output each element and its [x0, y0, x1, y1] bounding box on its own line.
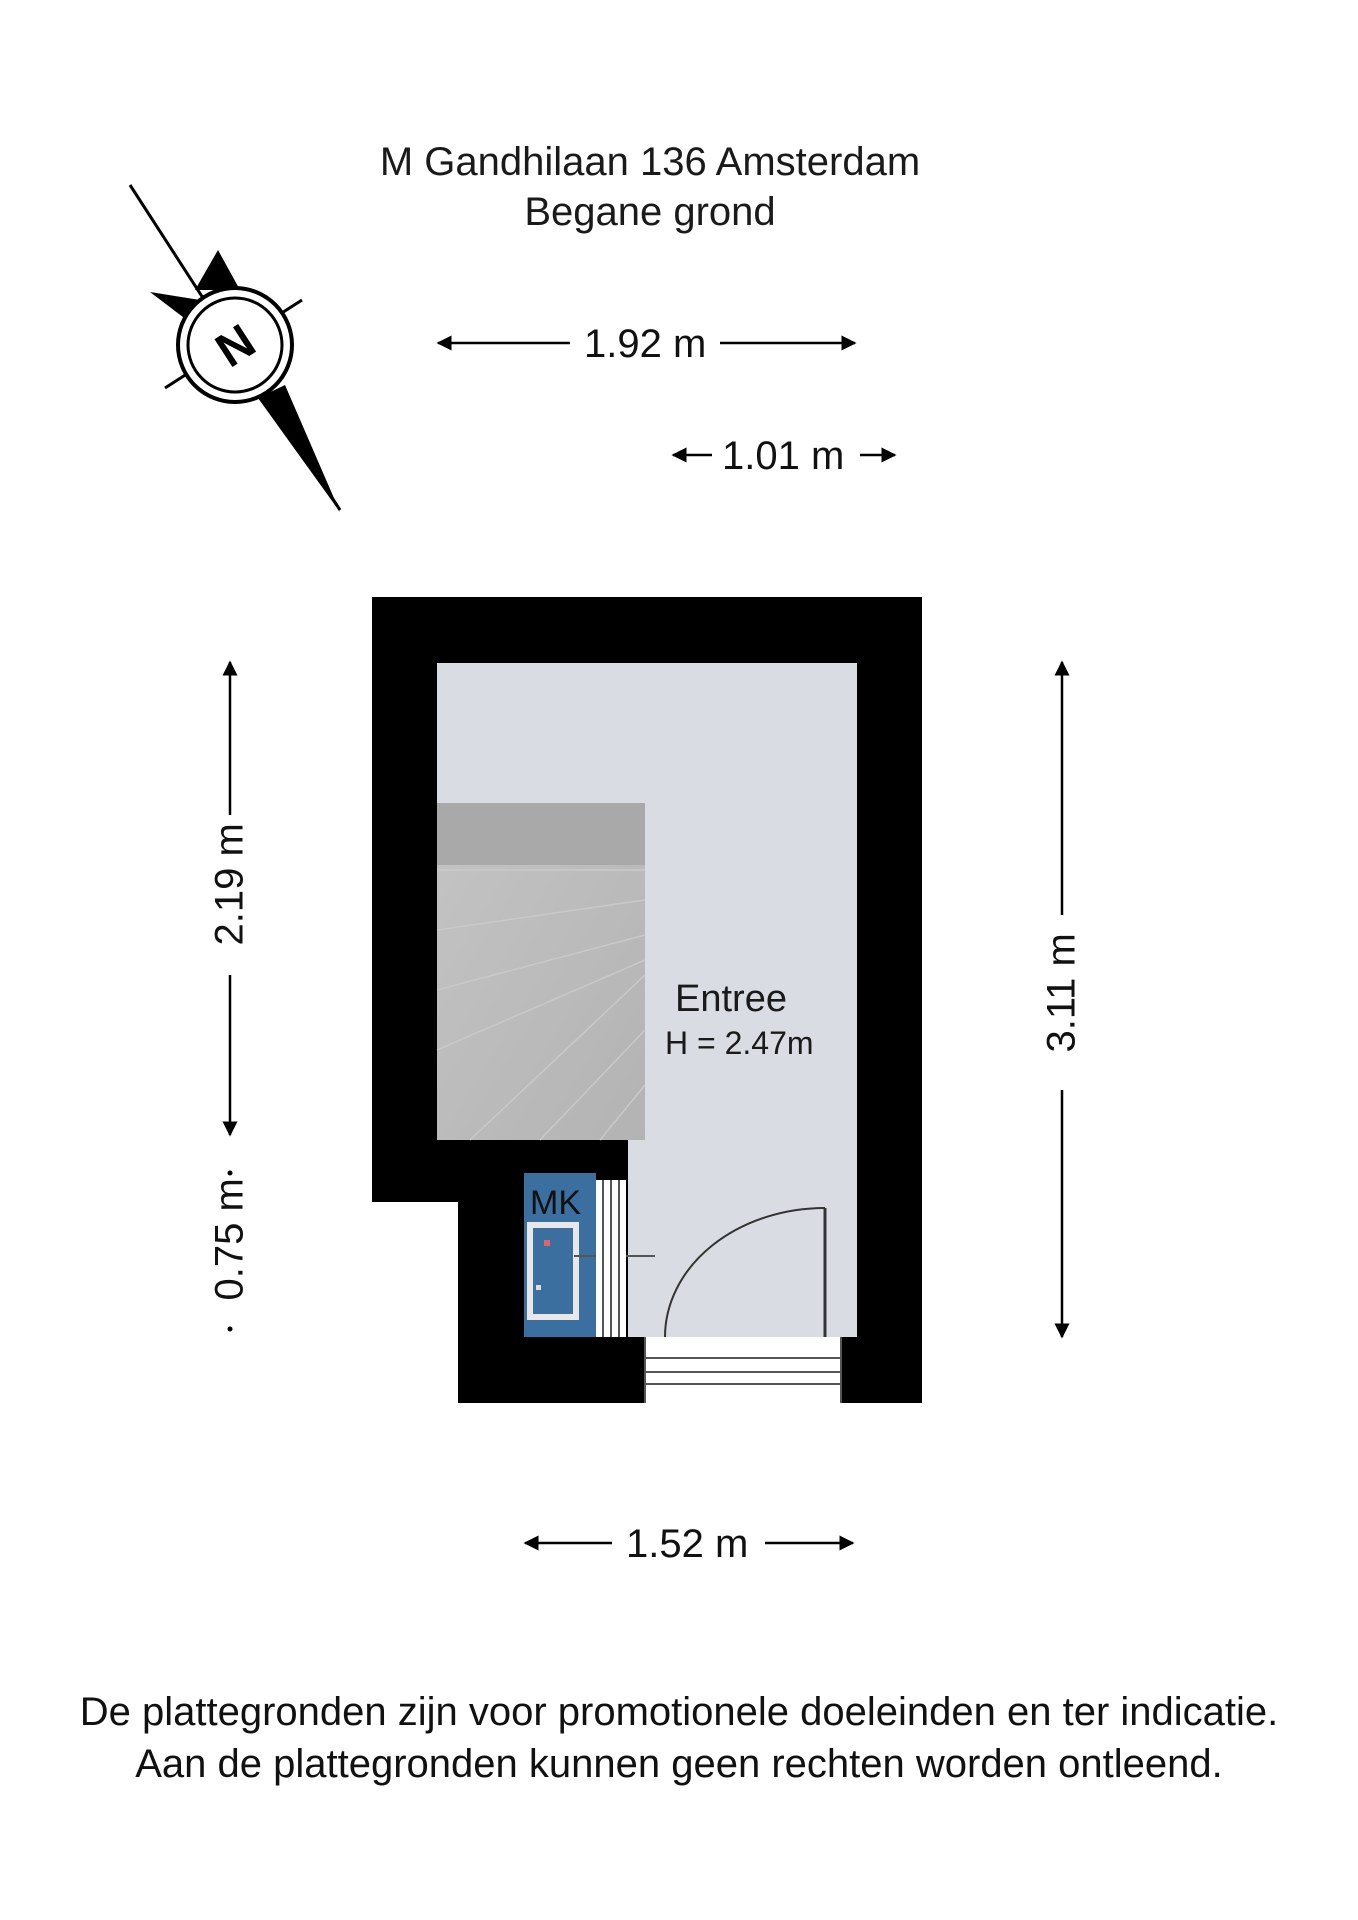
room-name-entree: Entree — [675, 978, 787, 1020]
address-title: M Gandhilaan 136 Amsterdam — [379, 140, 921, 184]
meter-cupboard — [524, 1173, 655, 1337]
dimension-top-width: 1.92 m — [584, 322, 707, 366]
dimension-top-partial: 1.01 m — [722, 434, 845, 478]
north-arrow-compass-icon: N — [128, 184, 342, 512]
disclaimer-line-1: De plattegronden zijn voor promotionele … — [79, 1690, 1279, 1734]
dimension-bottom-width: 1.52 m — [626, 1522, 749, 1566]
dimension-lines — [222, 335, 1070, 1551]
dimension-left-upper: 2.19 m — [207, 823, 252, 946]
room-height-entree: H = 2.47m — [665, 1025, 814, 1061]
staircase — [436, 803, 646, 1141]
disclaimer-line-2: Aan de plattegronden kunnen geen rechten… — [135, 1742, 1223, 1786]
meter-cupboard-label: MK — [530, 1184, 581, 1222]
front-door — [644, 1207, 842, 1403]
dimension-right-height: 3.11 m — [1039, 933, 1084, 1053]
dimension-left-lower: 0.75 m — [207, 1178, 252, 1301]
floor-title: Begane grond — [524, 190, 776, 234]
